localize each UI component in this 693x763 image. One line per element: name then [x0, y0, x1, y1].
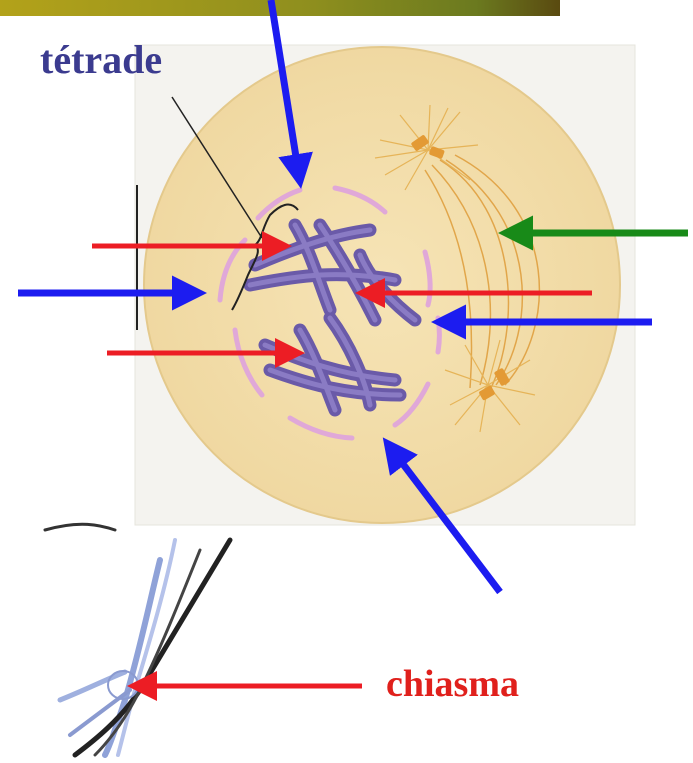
chiasma-inset: [45, 524, 230, 755]
top-banner: [0, 0, 560, 16]
chiasma-label: chiasma: [386, 662, 519, 706]
tetrade-label: tétrade: [40, 36, 162, 83]
